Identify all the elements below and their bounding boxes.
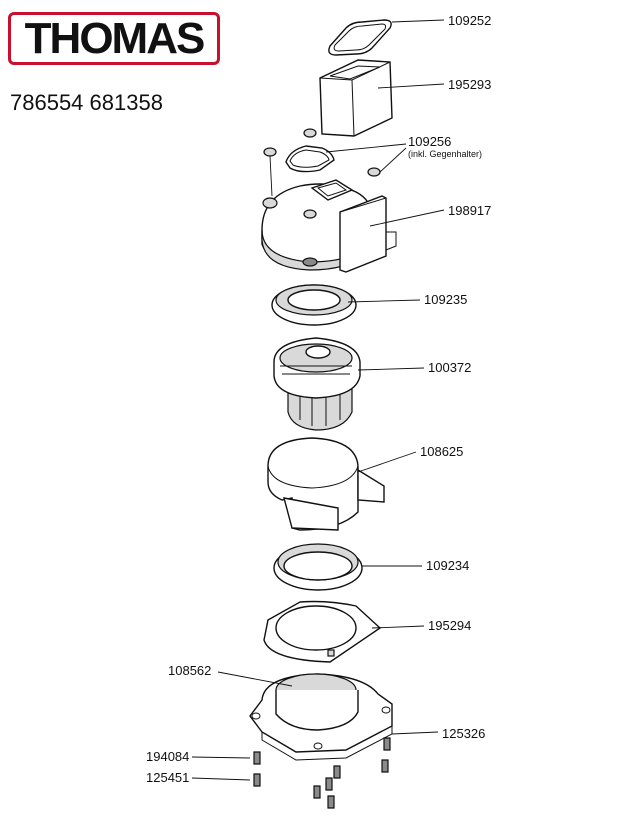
brand-logo-text: THOMAS: [24, 13, 206, 63]
part-motor-seal-ring[interactable]: [271, 284, 357, 326]
label-108562: 108562: [168, 663, 211, 678]
model-numbers: 786554 681358: [10, 90, 163, 115]
label-109256: 109256: [408, 134, 451, 149]
part-foam-gasket[interactable]: [263, 600, 382, 663]
part-motor-base[interactable]: [249, 673, 393, 761]
part-motor[interactable]: [273, 337, 361, 431]
part-motor-housing-top[interactable]: [261, 179, 397, 273]
label-100372: 100372: [428, 360, 471, 375]
label-198917: 198917: [448, 203, 491, 218]
part-filter-frame[interactable]: [319, 59, 393, 137]
label-125326: 125326: [442, 726, 485, 741]
part-labels: 109252 195293 109256 (inkl. Gegenhalter)…: [146, 13, 491, 785]
part-cover-seal[interactable]: [263, 128, 381, 197]
label-195293: 195293: [448, 77, 491, 92]
label-109235: 109235: [424, 292, 467, 307]
label-108625: 108625: [420, 444, 463, 459]
label-194084: 194084: [146, 749, 189, 764]
part-screws[interactable]: [253, 737, 391, 809]
label-109256-note: (inkl. Gegenhalter): [408, 149, 482, 159]
label-109252: 109252: [448, 13, 491, 28]
label-125451: 125451: [146, 770, 189, 785]
leader-lines: [191, 19, 445, 781]
part-motor-band[interactable]: [267, 437, 385, 531]
part-lower-seal-ring[interactable]: [273, 543, 363, 591]
label-109234: 109234: [426, 558, 469, 573]
label-195294: 195294: [428, 618, 471, 633]
part-gasket[interactable]: [328, 19, 392, 56]
brand-logo: THOMAS: [8, 12, 220, 65]
